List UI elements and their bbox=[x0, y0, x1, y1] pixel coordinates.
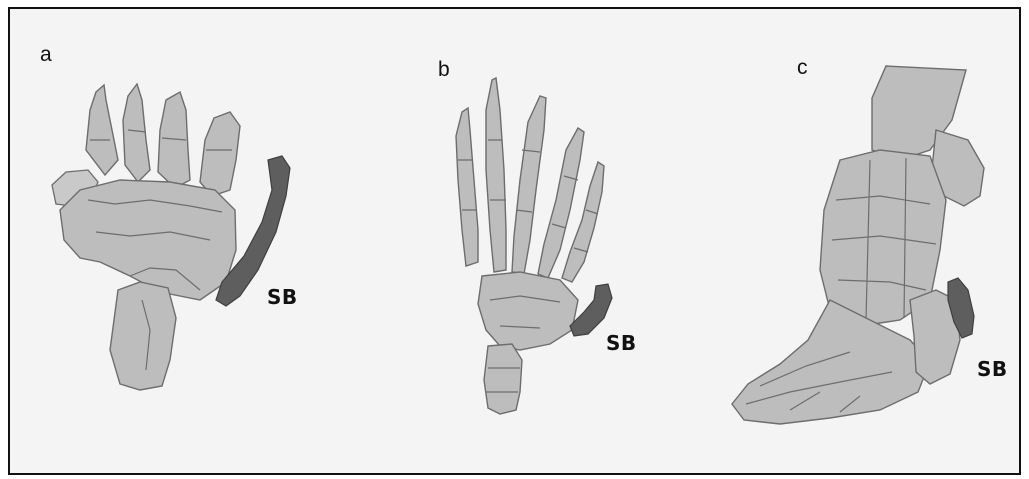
panel-b-carpal-block bbox=[478, 272, 578, 350]
panel-b-sb-label: SB bbox=[606, 331, 637, 355]
panel-c-sb-label: SB bbox=[977, 357, 1008, 381]
panel-c-label: c bbox=[797, 56, 808, 80]
panel-a-digit-2 bbox=[123, 84, 150, 182]
panel-c-foot-illustration bbox=[732, 66, 984, 424]
panel-a-digit-1 bbox=[86, 85, 118, 175]
panel-a-paw-illustration bbox=[52, 84, 290, 390]
panel-b-digit-2 bbox=[486, 78, 506, 272]
panel-a-digit-4 bbox=[200, 112, 240, 196]
panel-b-digit-1 bbox=[456, 108, 478, 266]
panel-a-label: a bbox=[40, 43, 52, 67]
panel-a-forearm bbox=[110, 282, 176, 390]
panel-b-digit-3 bbox=[512, 96, 546, 274]
panel-b-forearm bbox=[484, 344, 522, 414]
panel-a-sb-label: SB bbox=[267, 285, 298, 309]
panel-b-label: b bbox=[438, 58, 450, 82]
panel-b-hand-illustration bbox=[456, 78, 612, 414]
